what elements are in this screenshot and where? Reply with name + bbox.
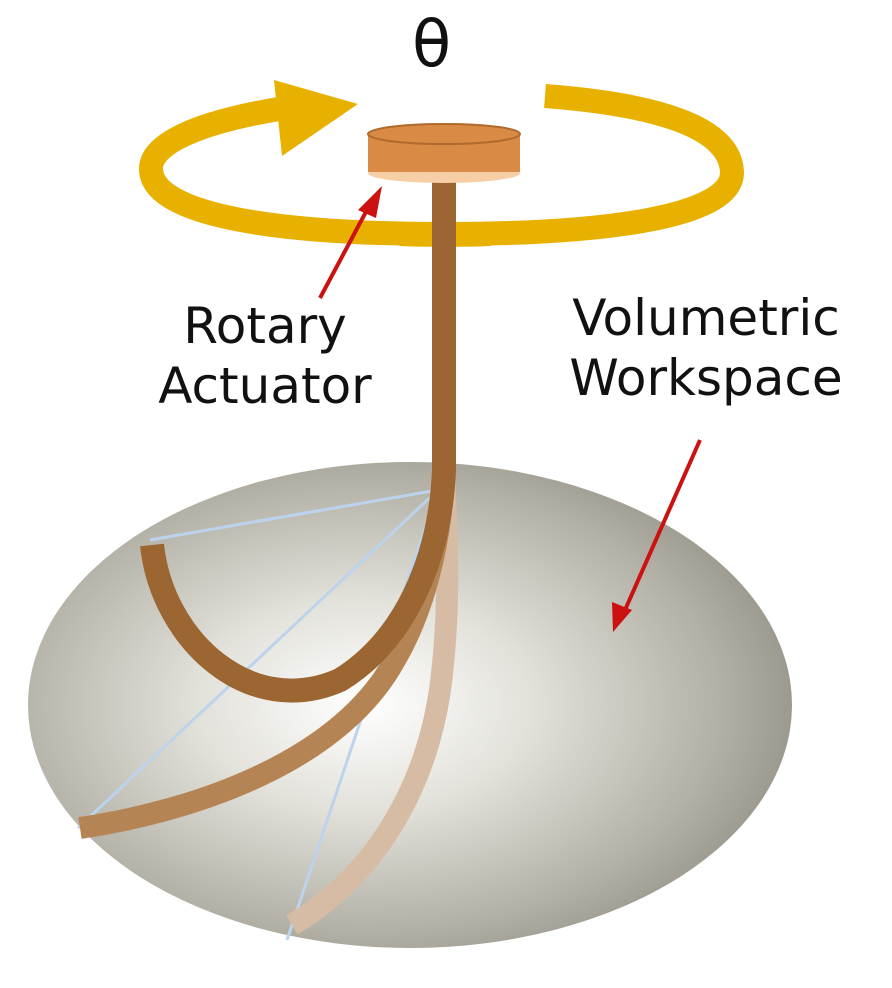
volumetric-workspace-label-line2: Workspace [569,349,843,407]
rotary-actuator-label-line2: Actuator [158,357,372,415]
guide-line [76,488,440,830]
rotary-actuator-label: Rotary Actuator [130,296,400,416]
rotary-actuator-label-line1: Rotary [183,297,347,355]
actuator-top [367,123,521,145]
actuator-pointer-arrow [318,186,382,299]
angle-label: θ [412,8,452,82]
volumetric-workspace-label-line1: Volumetric [572,289,840,347]
workspace-ellipsoid [28,462,792,948]
guide-line [149,488,439,542]
rotation-arrow-head [274,80,358,156]
rod-dark [140,172,456,703]
rotary-actuator [367,123,521,183]
workspace-pointer-arrow [612,439,702,632]
volumetric-workspace-label: Volumetric Workspace [540,288,872,408]
